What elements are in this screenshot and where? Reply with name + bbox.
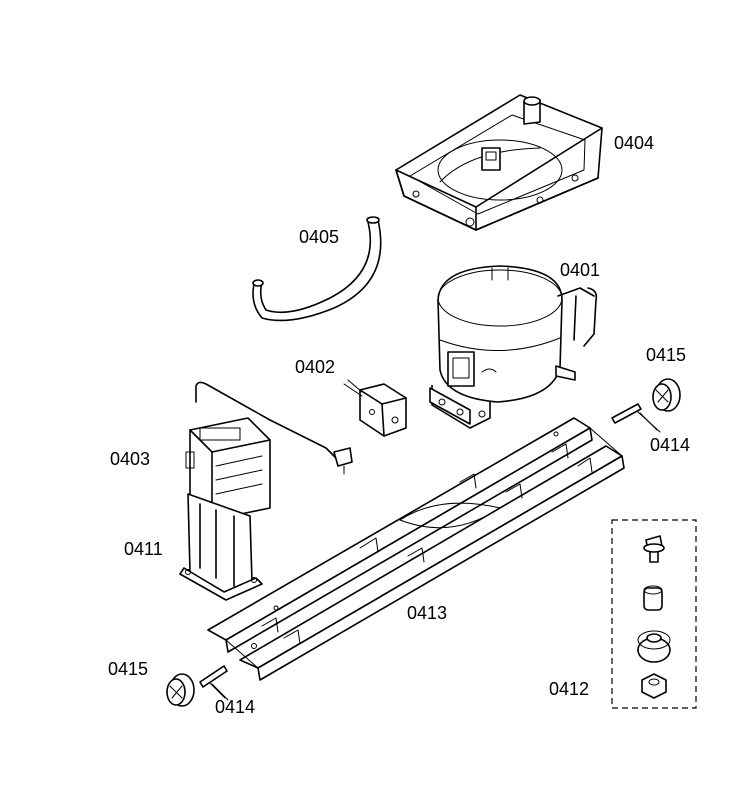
part-0401-compressor (429, 265, 598, 429)
label-0411: 0411 (124, 539, 163, 559)
part-0404-cover (395, 94, 603, 231)
label-0414-top: 0414 (650, 435, 691, 455)
label-0415-top: 0415 (646, 345, 687, 365)
label-0414-bottom: 0414 (215, 697, 256, 717)
label-0412: 0412 (549, 679, 590, 699)
part-0411-bracket (179, 493, 263, 601)
label-0415-bottom: 0415 (108, 659, 149, 679)
part-0415-foot-top (652, 378, 681, 412)
part-0414-pin-bottom (199, 665, 229, 701)
leader-lines (209, 383, 658, 699)
label-0403: 0403 (110, 449, 151, 469)
part-0405-hose (252, 216, 382, 322)
part-0415-foot-bottom (166, 673, 195, 707)
label-0405: 0405 (299, 227, 340, 247)
label-0413: 0413 (407, 603, 448, 623)
part-0413-base-rails (207, 417, 625, 681)
label-0402: 0402 (295, 357, 336, 377)
label-0401: 0401 (560, 260, 601, 280)
part-0402-relay (347, 379, 407, 437)
part-0412-hardware-kit (611, 519, 697, 709)
label-0404: 0404 (614, 133, 655, 153)
part-0403-control-box (185, 381, 353, 521)
part-0414-pin-top (611, 403, 661, 433)
